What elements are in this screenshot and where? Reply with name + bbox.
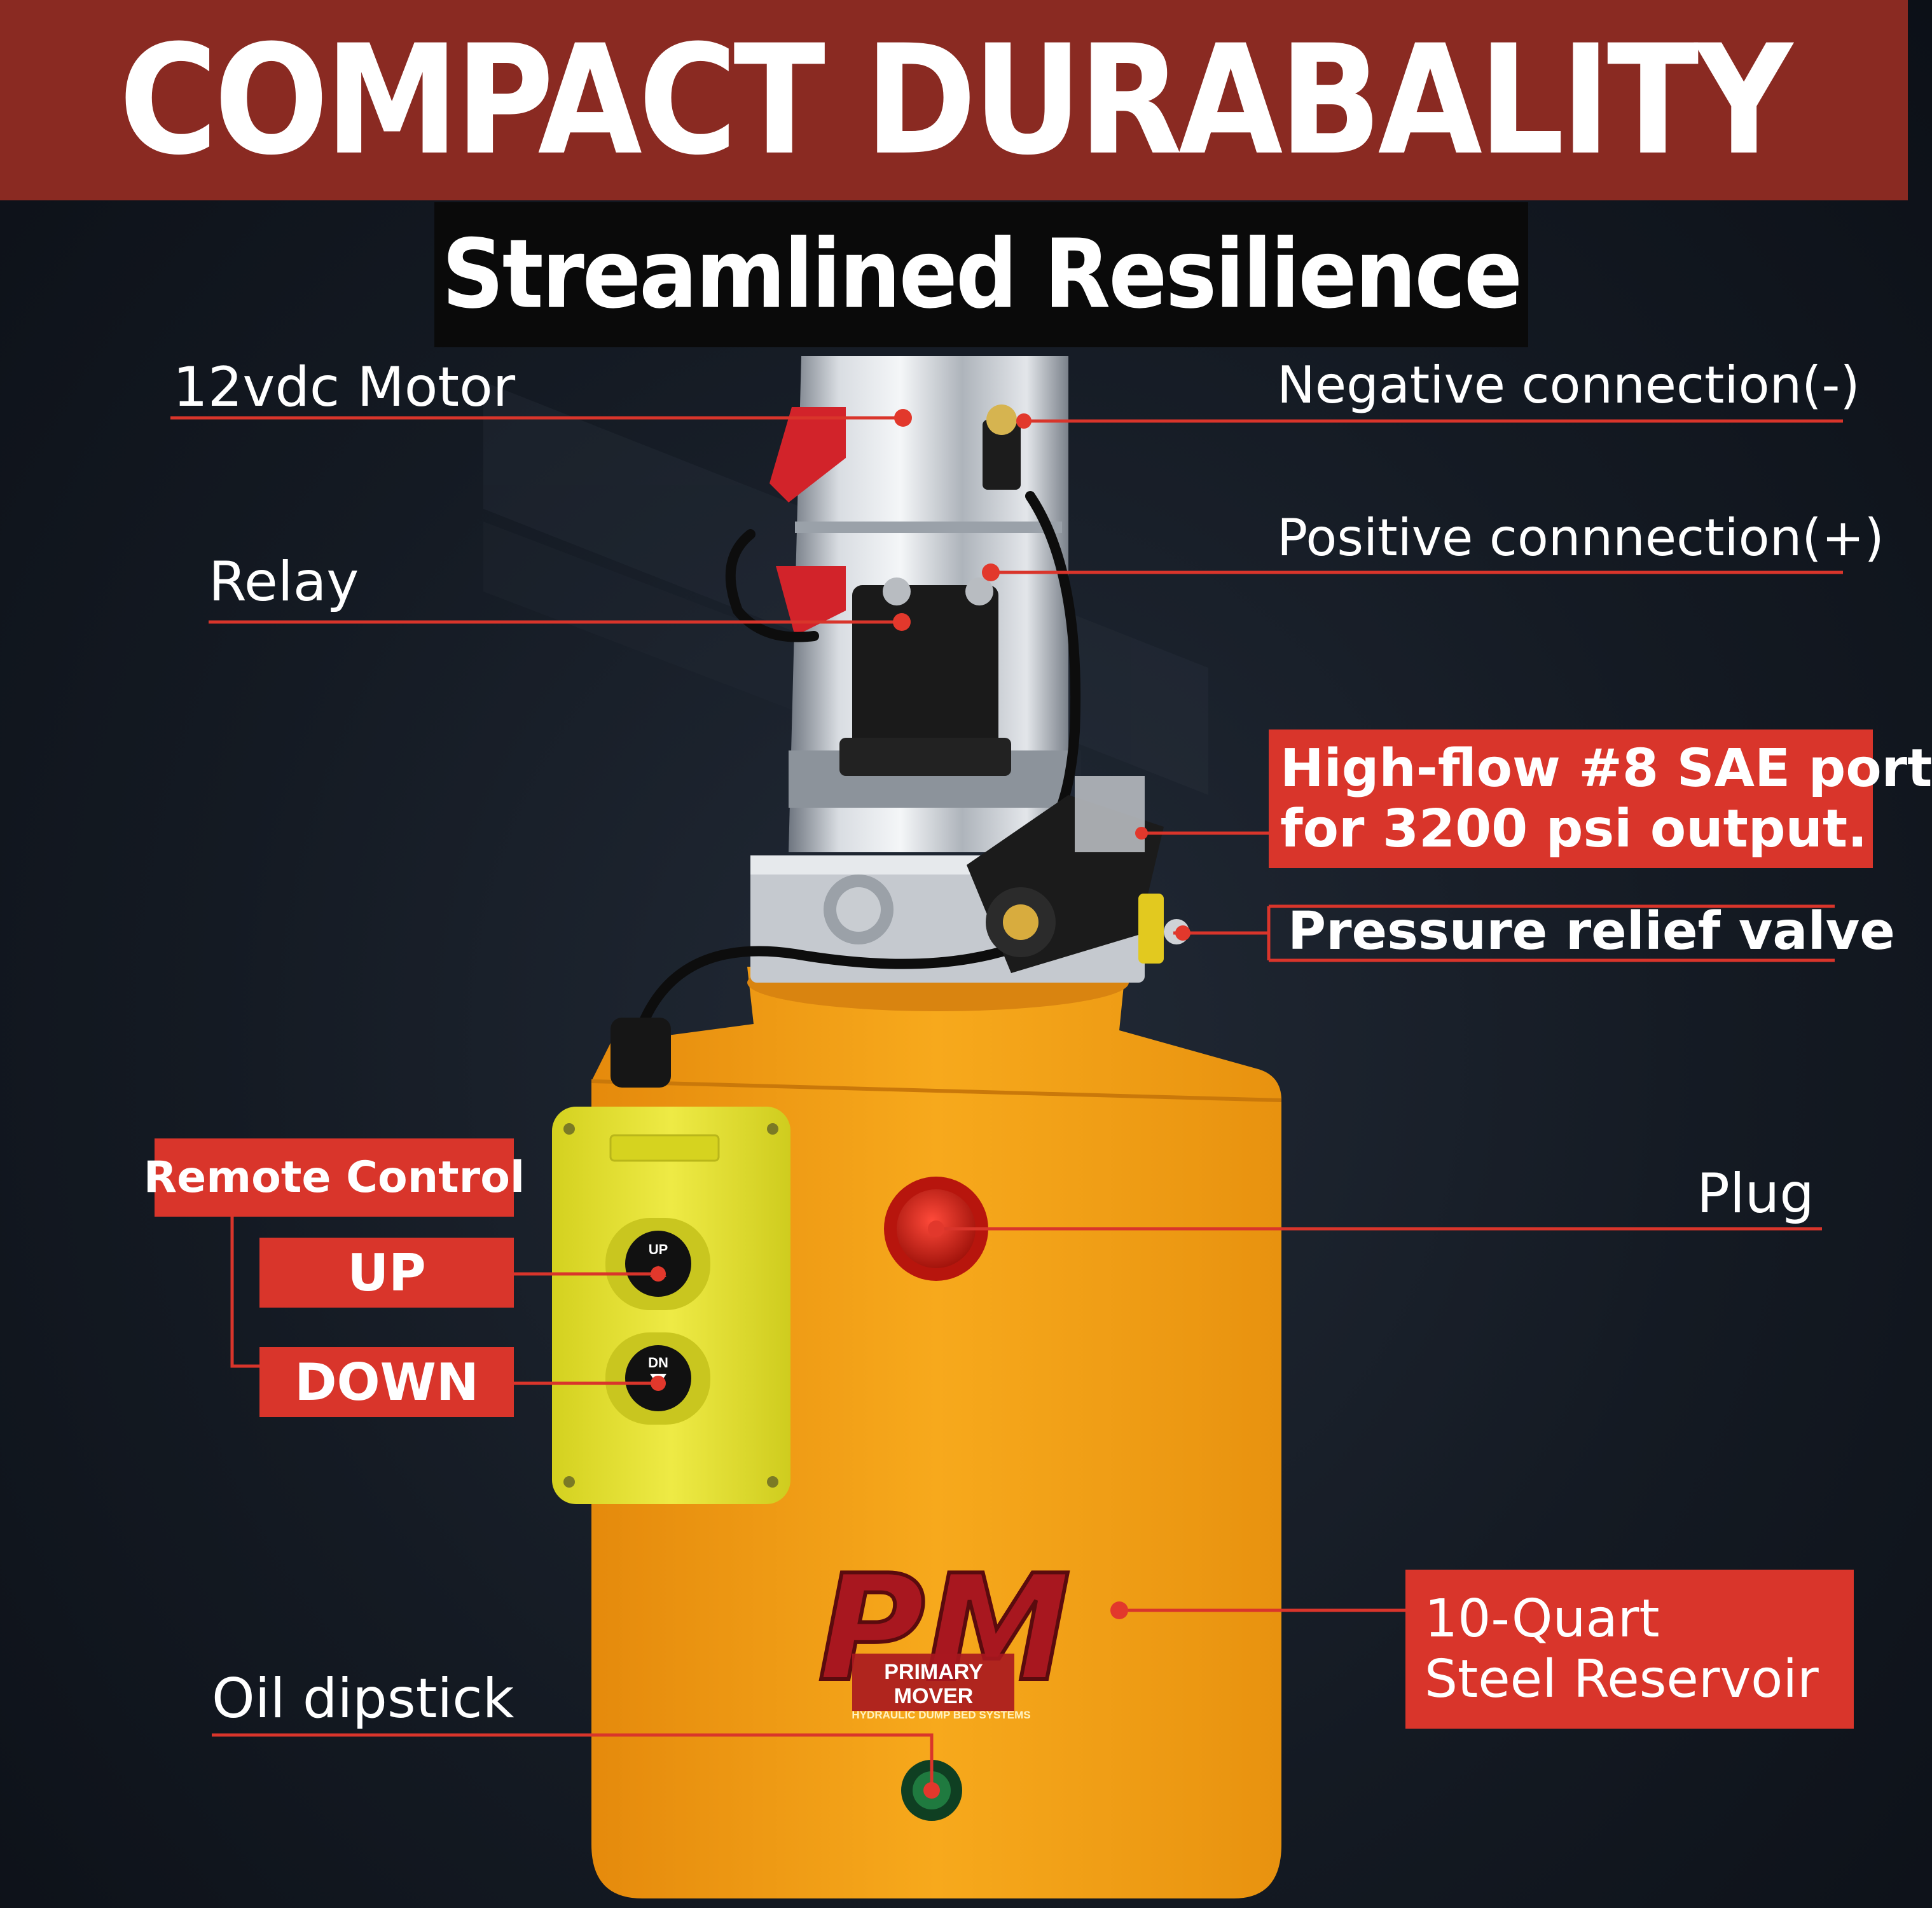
logo-line1: PRIMARY	[884, 1660, 983, 1684]
leader-lines	[170, 416, 1843, 1790]
remote-down-text: DN	[648, 1355, 668, 1371]
label-positive: Positive connnection(+)	[1277, 508, 1884, 567]
logo-tagline: HYDRAULIC DUMP BED SYSTEMS	[852, 1709, 1030, 1721]
terminal-boots	[769, 407, 846, 636]
page-title: COMPACT DURABALITY	[119, 11, 1793, 188]
up-callout-box: UP	[259, 1238, 514, 1308]
port-callout-box: High-flow #8 SAE port for 3200 psi outpu…	[1269, 729, 1932, 868]
reservoir-line-1: 10-Quart	[1425, 1589, 1660, 1649]
negative-stud	[983, 404, 1021, 490]
primary-mover-logo: PM PRIMARY MOVER HYDRAULIC DUMP BED SYST…	[816, 1542, 1072, 1721]
relay-component	[839, 577, 1011, 776]
label-negative: Negative connection(-)	[1277, 356, 1860, 415]
remote-callout-box: Remote Control	[144, 1138, 525, 1217]
leader-remote-bracket	[230, 1210, 259, 1368]
port-line-1: High-flow #8 SAE port	[1280, 738, 1932, 799]
label-relay: Relay	[209, 550, 359, 614]
label-dipstick: Oil dipstick	[212, 1667, 514, 1731]
page-subtitle: Streamlined Resilience	[441, 219, 1522, 330]
label-relief: Pressure relief valve	[1288, 901, 1895, 962]
port-line-2: for 3200 psi output.	[1280, 799, 1868, 859]
solenoid-coil	[967, 776, 1164, 973]
reservoir-line-2: Steel Reservoir	[1425, 1649, 1819, 1710]
header-band: COMPACT DURABALITY	[0, 0, 1908, 200]
label-motor: 12vdc Motor	[173, 356, 516, 419]
leader-dots	[651, 409, 1190, 1799]
reservoir-callout-box: 10-Quart Steel Reservoir	[1405, 1570, 1854, 1729]
label-plug: Plug	[1697, 1162, 1814, 1226]
down-callout-box: DOWN	[259, 1347, 514, 1417]
remote-up-text: UP	[649, 1241, 668, 1257]
logo-line2: MOVER	[894, 1684, 974, 1708]
subtitle-box: Streamlined Resilience	[434, 202, 1528, 347]
leader-dipstick	[212, 1733, 934, 1790]
